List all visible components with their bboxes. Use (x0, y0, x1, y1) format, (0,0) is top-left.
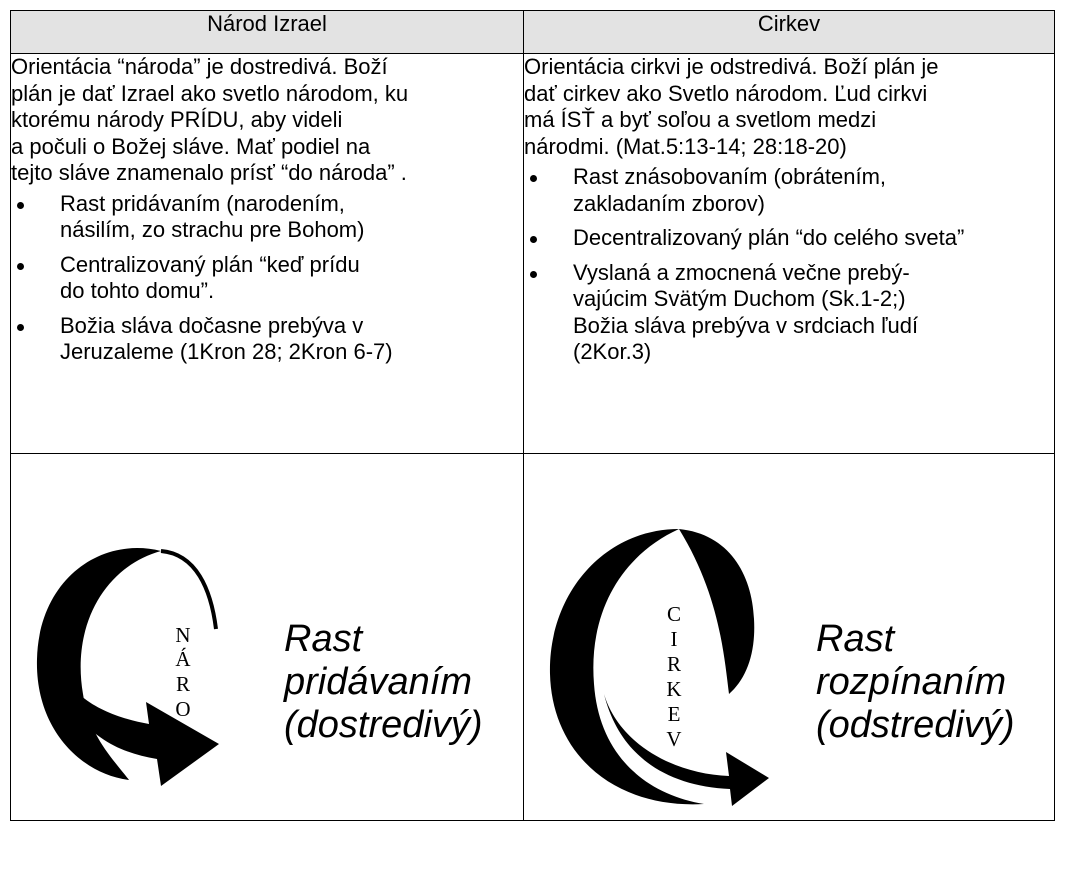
text-row: Orientácia “národa” je dostredivá. Boží … (10, 53, 1055, 454)
caption-line: Rast (284, 618, 363, 660)
text-line: Rast pridávaním (narodením, (60, 190, 345, 216)
text-line: (2Kor.3) (573, 339, 652, 364)
header-narod-izrael: Národ Izrael (10, 10, 524, 54)
text-line: Vyslaná a zmocnená večne prebý- (573, 259, 910, 285)
caption-line: (odstredivý) (816, 704, 1015, 746)
text-line: Božia sláva dočasne prebýva v (60, 312, 364, 338)
vertical-letter: R (666, 652, 681, 676)
vertical-letter: I (670, 627, 678, 651)
caption-line: rozpínaním (816, 661, 1007, 703)
list-item: Decentralizovaný plán “do celého sveta” (524, 225, 1054, 252)
israel-description-cell: Orientácia “národa” je dostredivá. Boží … (10, 53, 524, 454)
text-line: má ÍSŤ a byť soľou a svetlom medzi (524, 107, 877, 132)
vertical-letter: Á (175, 647, 191, 671)
church-paragraph: Orientácia cirkvi je odstredivá. Boží pl… (524, 54, 1054, 160)
vertical-letter: D (175, 722, 191, 746)
text-line: Orientácia “národa” je dostredivá. Boží (11, 54, 388, 79)
text-line: do tohto domu”. (60, 278, 215, 303)
bullet-icon (530, 175, 537, 182)
narod-figure-cell: N Á R O D Rast pridávaním (dostredivý) (10, 453, 524, 821)
text-line: tejto sláve znamenalo prísť “do národa” … (11, 160, 407, 185)
bullet-icon (17, 323, 24, 331)
bullet-icon (530, 236, 537, 243)
text-line: násilím, zo strachu pre Bohom) (60, 217, 365, 242)
text-line: dať cirkev ako Svetlo národom. Ľud cirkv… (524, 80, 928, 106)
caption-line: pridávaním (284, 661, 472, 703)
cirkev-figure-cell: C I R K E V Rast rozpínaním (odstredivý) (523, 453, 1055, 821)
church-description-cell: Orientácia cirkvi je odstredivá. Boží pl… (523, 53, 1055, 454)
text-line: Centralizovaný plán “keď prídu (60, 251, 360, 277)
vertical-letter: K (666, 677, 682, 701)
vertical-letter: O (175, 697, 191, 721)
caption-line: (dostredivý) (284, 704, 483, 746)
text-line: a počuli o Božej sláve. Mať podiel na (11, 133, 371, 159)
text-line: Rast znásobovaním (obrátením, (573, 164, 887, 189)
vertical-letter: E (667, 702, 681, 726)
inward-spiral-arrow-icon (36, 548, 219, 786)
figure-row: N Á R O D Rast pridávaním (dostredivý) C… (10, 453, 1055, 821)
text-line: vajúcim Svätým Duchom (Sk.1-2;) (573, 286, 906, 311)
bullet-icon (17, 262, 24, 270)
narod-caption: Rast pridávaním (dostredivý) (284, 618, 483, 747)
text-line: plán je dať Izrael ako svetlo národom, k… (11, 80, 409, 106)
text-line: ktorému národy PRÍDU, aby videli (11, 107, 343, 132)
vertical-letter: N (175, 623, 191, 647)
list-item: Rast pridávaním (narodením,násilím, zo s… (11, 191, 523, 244)
vertical-letter: R (175, 672, 190, 696)
comparison-table: Národ Izrael Cirkev Orientácia “národa” … (10, 10, 1055, 821)
text-line: Jeruzaleme (1Kron 28; 2Kron 6-7) (60, 339, 393, 364)
text-line: Božia sláva prebýva v srdciach ľudí (573, 312, 919, 338)
bullet-icon (17, 201, 24, 209)
text-line: národmi. (Mat.5:13-14; 28:18-20) (524, 133, 847, 159)
bullet-icon (530, 270, 537, 278)
text-line: zakladaním zborov) (573, 190, 765, 216)
cirkev-caption: Rast rozpínaním (odstredivý) (816, 618, 1015, 747)
israel-bullet-list: Rast pridávaním (narodením,násilím, zo s… (11, 191, 523, 366)
list-item: Rast znásobovaním (obrátením,zakladaním … (524, 164, 1054, 217)
text-line: Decentralizovaný plán “do celého sveta” (573, 225, 965, 250)
header-row: Národ Izrael Cirkev (10, 10, 1055, 54)
israel-paragraph: Orientácia “národa” je dostredivá. Boží … (11, 54, 523, 187)
vertical-letter: V (666, 727, 682, 751)
vertical-letter: C (666, 602, 681, 626)
outward-spiral-arrow-icon (549, 529, 769, 806)
header-cirkev: Cirkev (523, 10, 1055, 54)
list-item: Vyslaná a zmocnená večne prebý-vajúcim S… (524, 260, 1054, 366)
text-line: Orientácia cirkvi je odstredivá. Boží pl… (524, 54, 939, 79)
caption-line: Rast (816, 618, 895, 660)
church-bullet-list: Rast znásobovaním (obrátením,zakladaním … (524, 164, 1054, 366)
